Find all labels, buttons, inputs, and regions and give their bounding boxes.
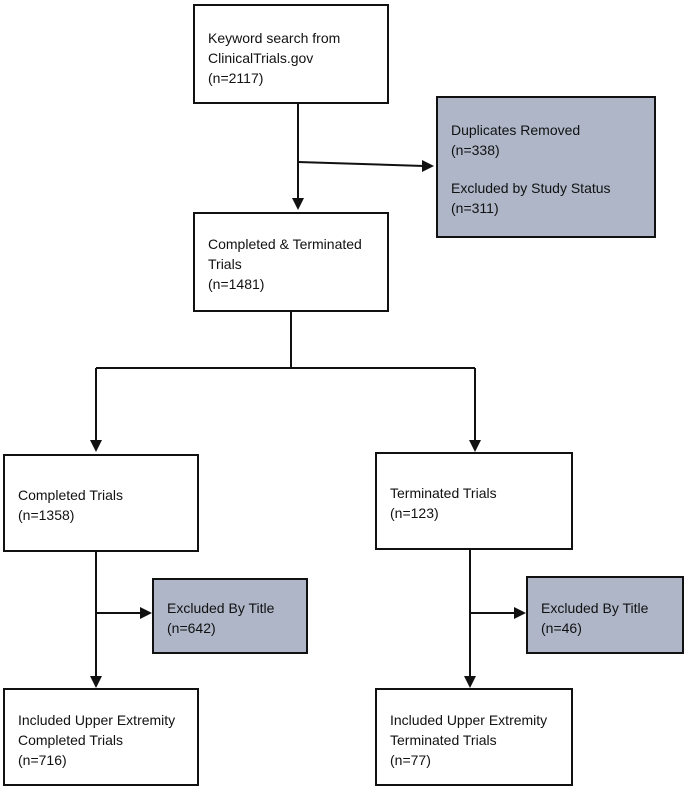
excluded-by-title-terminated-box: Excluded By Title (n=46) <box>526 576 684 654</box>
keyword-search-title-line-2: ClinicalTrials.gov <box>208 50 314 66</box>
terminated-trials-title: Terminated Trials <box>390 485 497 501</box>
top-exclusions-box: Duplicates Removed (n=338) Excluded by S… <box>436 96 656 238</box>
excluded-by-title-completed-count: (n=642) <box>167 620 216 636</box>
terminated-trials-box: Terminated Trials (n=123) <box>375 452 573 550</box>
completed-trials-count: (n=1358) <box>18 507 75 523</box>
completed-terminated-title-line-1: Completed & Terminated <box>208 236 362 252</box>
arrowhead-to-terminated <box>469 440 481 452</box>
completed-trials-title: Completed Trials <box>18 487 124 503</box>
completed-terminated-title-line-2: Trials <box>208 256 242 272</box>
arrowhead-to-top-exclusions <box>422 160 434 172</box>
excluded-by-status-label: Excluded by Study Status <box>451 180 611 196</box>
arrowhead-to-included-terminated <box>464 676 476 688</box>
included-completed-box: Included Upper Extremity Completed Trial… <box>3 688 199 786</box>
included-terminated-title-line-1: Included Upper Extremity <box>390 712 548 728</box>
keyword-search-title-line-1: Keyword search from <box>208 30 341 46</box>
arrowhead-to-merged <box>292 198 304 210</box>
completed-terminated-box: Completed & Terminated Trials (n=1481) <box>193 212 389 312</box>
excluded-by-title-terminated-label: Excluded By Title <box>541 600 649 616</box>
excluded-by-title-completed-box: Excluded By Title (n=642) <box>152 578 308 654</box>
included-completed-title-line-1: Included Upper Extremity <box>18 712 176 728</box>
arrowhead-to-excluded-completed <box>140 607 152 619</box>
completed-trials-box: Completed Trials (n=1358) <box>3 454 199 552</box>
arrowhead-to-excluded-terminated <box>514 607 526 619</box>
keyword-search-box: Keyword search from ClinicalTrials.gov (… <box>193 4 389 104</box>
included-terminated-title-line-2: Terminated Trials <box>390 732 497 748</box>
connector-to-top-exclusions <box>297 161 425 167</box>
keyword-search-count: (n=2117) <box>208 70 264 86</box>
included-completed-count: (n=716) <box>18 752 67 768</box>
duplicates-removed-count: (n=338) <box>451 142 500 158</box>
included-terminated-count: (n=77) <box>390 752 431 768</box>
excluded-by-title-terminated-count: (n=46) <box>541 620 582 636</box>
included-completed-title-line-2: Completed Trials <box>18 732 124 748</box>
included-terminated-box: Included Upper Extremity Terminated Tria… <box>375 688 573 786</box>
duplicates-removed-label: Duplicates Removed <box>451 122 581 138</box>
excluded-by-status-count: (n=311) <box>451 200 499 216</box>
arrowhead-to-included-completed <box>90 676 102 688</box>
excluded-by-title-completed-label: Excluded By Title <box>167 600 275 616</box>
completed-terminated-count: (n=1481) <box>208 276 265 292</box>
arrowhead-to-completed <box>90 440 102 452</box>
terminated-trials-count: (n=123) <box>390 505 439 521</box>
